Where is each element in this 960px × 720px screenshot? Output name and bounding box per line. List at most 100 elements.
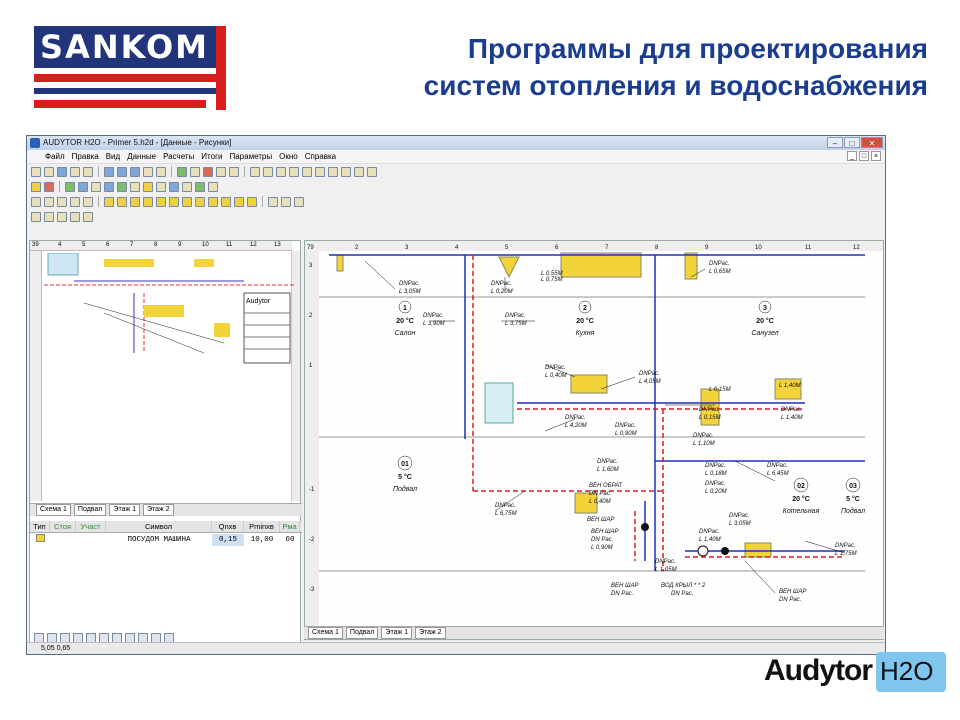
print-icon[interactable] — [83, 166, 93, 177]
fixture-11-icon[interactable] — [234, 196, 244, 207]
select-icon[interactable] — [44, 196, 54, 207]
tool-c-icon[interactable] — [276, 166, 286, 177]
menu-calc[interactable]: Расчеты — [163, 152, 195, 161]
fixture-7-icon[interactable] — [182, 196, 192, 207]
mdi-minimize-button[interactable]: _ — [847, 151, 857, 161]
tap-icon[interactable] — [156, 181, 166, 192]
mini-schematic[interactable]: Audytor — [44, 253, 294, 373]
fixture-2-icon[interactable] — [117, 196, 127, 207]
menu-view[interactable]: Вид — [105, 152, 121, 161]
wc-icon[interactable] — [91, 181, 101, 192]
tool-d-icon[interactable] — [289, 166, 299, 177]
tool-e-icon[interactable] — [302, 166, 312, 177]
rotate-icon[interactable] — [57, 196, 67, 207]
menu-params[interactable]: Параметры — [229, 152, 273, 161]
fixture-5-icon[interactable] — [156, 196, 166, 207]
calc-icon[interactable] — [177, 166, 187, 177]
redo-icon[interactable] — [156, 166, 166, 177]
sort-icon[interactable] — [294, 196, 304, 207]
find-next-icon[interactable] — [229, 166, 239, 177]
menu-file[interactable]: Файл — [45, 152, 65, 161]
find-icon[interactable] — [216, 166, 226, 177]
tool-b-icon[interactable] — [263, 166, 273, 177]
headline-line-1: Программы для проектирования — [467, 33, 928, 64]
room-name-03: Подвал — [841, 507, 865, 515]
fixture-10-icon[interactable] — [221, 196, 231, 207]
maximize-button[interactable]: □ — [844, 137, 860, 148]
tab-floor-1[interactable]: Этаж 1 — [381, 627, 412, 639]
save-icon[interactable] — [57, 166, 67, 177]
cell-q[interactable]: 0,15 — [212, 534, 244, 546]
menu-data[interactable]: Данные — [127, 152, 157, 161]
menu-help[interactable]: Справка — [304, 152, 337, 161]
tool-g-icon[interactable] — [328, 166, 338, 177]
schematic-canvas[interactable]: 79 2 3 4 5 6 7 8 9 10 11 12 3 2 1 -1 -2 … — [304, 240, 884, 640]
valve-tool-icon[interactable] — [268, 196, 278, 207]
table-row[interactable]: ПОСУДОМ МАШИНА 0,15 10,00 60 — [30, 534, 302, 546]
zoom-window-icon[interactable] — [70, 211, 80, 222]
meter-icon[interactable] — [130, 181, 140, 192]
mdi-restore-button[interactable]: □ — [859, 151, 869, 161]
filter-icon[interactable] — [208, 181, 218, 192]
washer-icon[interactable] — [169, 181, 179, 192]
arrow-tool-icon[interactable] — [281, 196, 291, 207]
cell-pmin[interactable]: 10,00 — [250, 536, 274, 544]
tool-i-icon[interactable] — [354, 166, 364, 177]
shower-icon[interactable] — [104, 181, 114, 192]
cell-pma[interactable]: 60 — [285, 536, 295, 544]
zoom-fit-icon[interactable] — [57, 211, 67, 222]
zoom-prev-icon[interactable] — [83, 211, 93, 222]
tab-basement[interactable]: Подвал — [73, 504, 107, 516]
open-file-icon[interactable] — [44, 166, 54, 177]
cut-icon[interactable] — [104, 166, 114, 177]
print-preview-icon[interactable] — [70, 166, 80, 177]
undo-icon[interactable] — [143, 166, 153, 177]
tab-floor-2[interactable]: Этаж 2 — [414, 627, 446, 639]
tab-basement[interactable]: Подвал — [345, 627, 379, 639]
valve-icon[interactable] — [117, 181, 127, 192]
radiator-icon[interactable] — [65, 181, 75, 192]
pointer-icon[interactable] — [31, 196, 41, 207]
sink-icon[interactable] — [78, 181, 88, 192]
new-file-icon[interactable] — [31, 166, 41, 177]
tool-h-icon[interactable] — [341, 166, 351, 177]
tab-floor-1[interactable]: Этаж 1 — [109, 504, 140, 516]
fixture-8-icon[interactable] — [195, 196, 205, 207]
fixture-12-icon[interactable] — [247, 196, 257, 207]
dishwasher-icon[interactable] — [182, 181, 192, 192]
delete-icon[interactable] — [203, 166, 213, 177]
close-button[interactable]: ✕ — [861, 137, 883, 148]
fixture-9-icon[interactable] — [208, 196, 218, 207]
zoom-icon[interactable] — [70, 196, 80, 207]
heater-icon[interactable] — [143, 181, 153, 192]
fixture-6-icon[interactable] — [169, 196, 179, 207]
minimize-button[interactable]: – — [827, 137, 843, 148]
fixture-1-icon[interactable] — [104, 196, 114, 207]
menu-edit[interactable]: Правка — [71, 152, 99, 161]
tool-a-icon[interactable] — [250, 166, 260, 177]
cell-symbol[interactable]: ПОСУДОМ МАШИНА — [127, 536, 191, 544]
fixture-4-icon[interactable] — [143, 196, 153, 207]
boiler-icon[interactable] — [31, 181, 41, 192]
pump-icon[interactable] — [44, 181, 54, 192]
menu-window[interactable]: Окно — [279, 152, 298, 161]
tank-icon[interactable] — [195, 181, 205, 192]
left-vertical-scrollbar[interactable] — [291, 251, 300, 501]
tool-j-icon[interactable] — [367, 166, 377, 177]
app-icon — [30, 138, 40, 148]
ruler-label: -1 — [309, 487, 315, 493]
grid-icon[interactable] — [31, 211, 41, 222]
zoom-in-icon[interactable] — [83, 196, 93, 207]
copy-icon[interactable] — [117, 166, 127, 177]
menu-results[interactable]: Итоги — [201, 152, 223, 161]
tab-floor-2[interactable]: Этаж 2 — [142, 504, 174, 516]
fixture-3-icon[interactable] — [130, 196, 140, 207]
tool-f-icon[interactable] — [315, 166, 325, 177]
table-icon[interactable] — [190, 166, 200, 177]
zoom-out-icon[interactable] — [44, 211, 54, 222]
tab-scheme-1[interactable]: Схема 1 — [308, 627, 343, 639]
mdi-close-button[interactable]: × — [871, 151, 881, 161]
paste-icon[interactable] — [130, 166, 140, 177]
ruler-label: 9 — [705, 245, 709, 251]
tab-scheme-1[interactable]: Схема 1 — [36, 504, 71, 516]
